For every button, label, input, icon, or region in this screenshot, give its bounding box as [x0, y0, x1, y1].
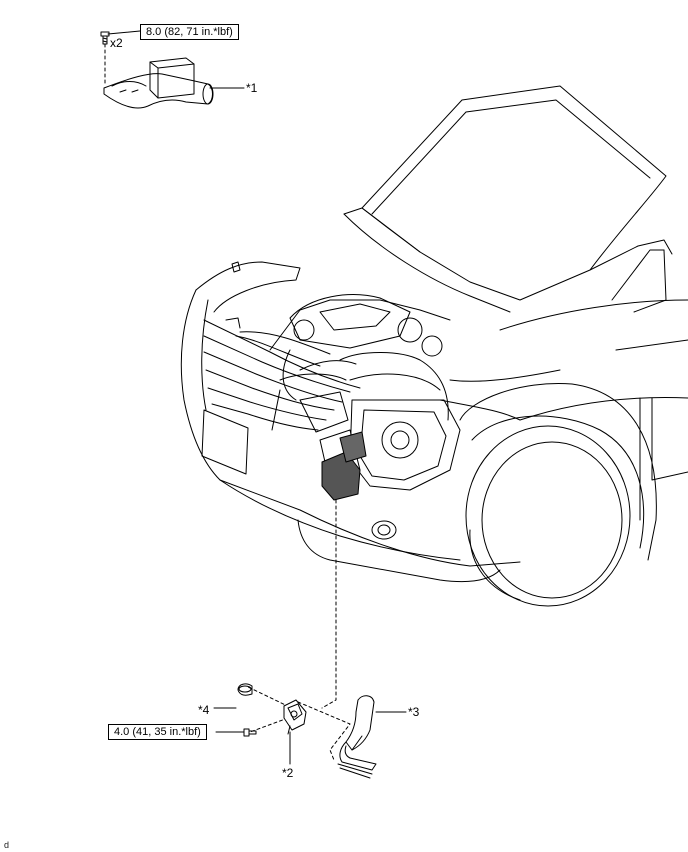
part-1-air-duct	[103, 57, 214, 109]
bolt-quantity: x2	[110, 36, 123, 50]
callout-1-label: *1	[246, 81, 258, 95]
footer-mark: d	[4, 840, 10, 850]
bottom-bolt-guide-line	[249, 717, 289, 733]
callout-4-label: *4	[198, 703, 210, 717]
torque-spec-top: 8.0 (82, 71 in.*lbf)	[140, 24, 239, 40]
torque-spec-bottom: 4.0 (41, 35 in.*lbf)	[108, 724, 207, 740]
top-torque-leader	[107, 30, 141, 35]
callout-3-label: *3	[408, 705, 420, 719]
part-3-guide-line	[297, 701, 351, 761]
part-4-cap	[237, 683, 253, 696]
part-2-sensor	[283, 699, 307, 735]
callout-2-label: *2	[282, 766, 294, 780]
part-3-harness	[337, 695, 377, 779]
part-2-guide-line	[321, 499, 337, 709]
vehicle-front-illustration	[180, 85, 688, 607]
part-4-guide-line	[245, 685, 301, 713]
